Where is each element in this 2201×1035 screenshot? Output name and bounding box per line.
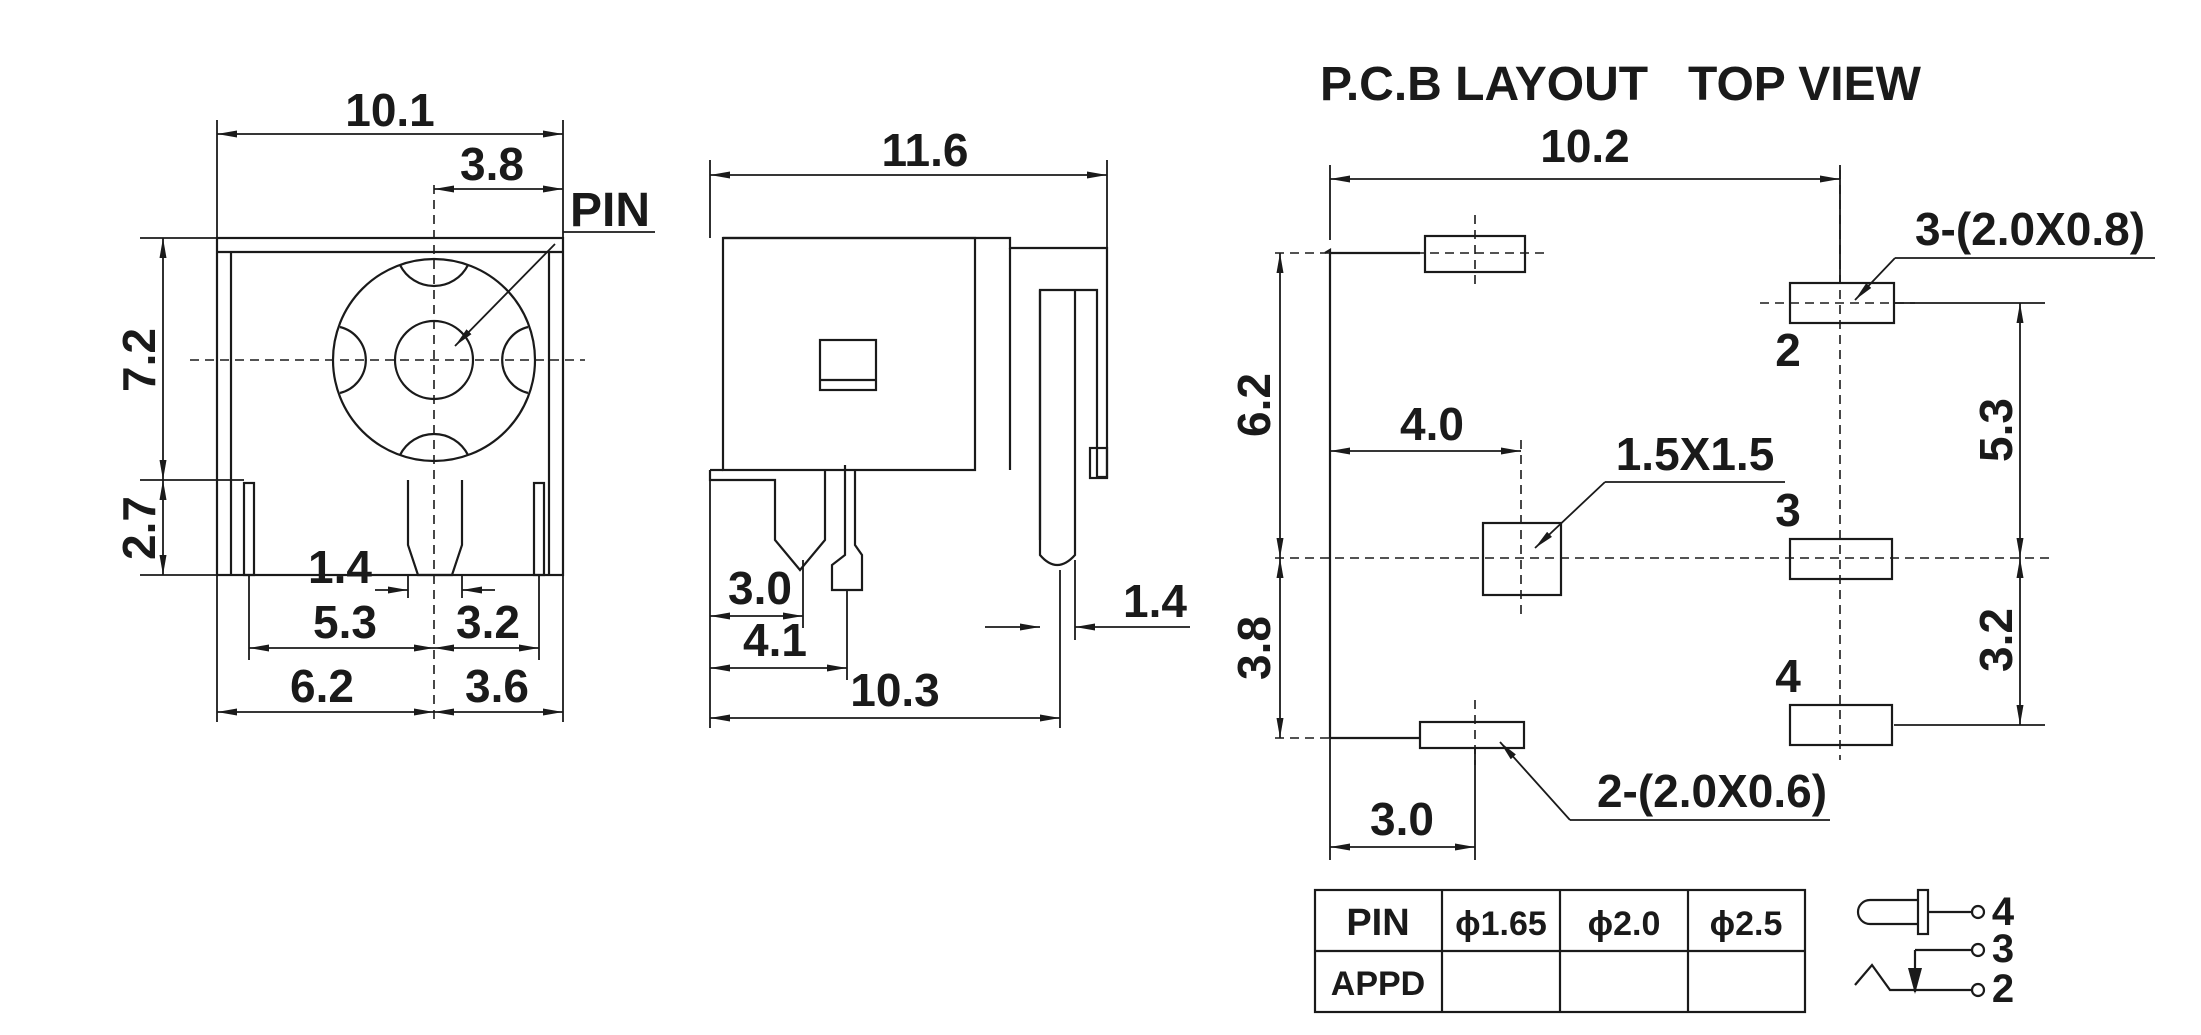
pcb-layout-title: P.C.B LAYOUT: [1320, 58, 1648, 111]
side-window: [818, 338, 878, 392]
pin-label: PIN: [570, 184, 650, 237]
dim-pin-width: 1.4: [308, 541, 372, 593]
top-view-title: TOP VIEW: [1688, 58, 1922, 111]
dim-pin-offset: 3.8: [460, 138, 524, 190]
dim-right-total: 3.6: [465, 660, 529, 712]
dim-front-width: 10.1: [345, 84, 435, 136]
dim-pcb-right-lower: 3.2: [1970, 608, 2022, 672]
pad-number-3: 3: [1775, 484, 1801, 536]
dim-pin-height: 2.7: [113, 496, 165, 560]
dim-body-height: 7.2: [113, 328, 165, 392]
dim-side-length: 11.6: [882, 124, 969, 176]
jack-schematic: 4 3 2: [1854, 888, 2015, 1011]
pad-number-2: 2: [1775, 324, 1801, 376]
dim-pcb-width: 10.2: [1540, 120, 1630, 172]
dim-center-offset: 4.0: [1400, 398, 1464, 450]
table-header-3: ϕ2.5: [1710, 905, 1783, 943]
dim-lead-span: 10.3: [850, 664, 940, 716]
dim-right-lead: 3.2: [456, 596, 520, 648]
terminal-2: 2: [1992, 967, 2014, 1011]
dim-pcb-right-upper: 5.3: [1970, 398, 2022, 462]
front-left-leg: [242, 481, 256, 577]
pad-5: [1418, 720, 1526, 750]
pad-number-4: 4: [1775, 650, 1801, 702]
pad-note-2: 2-(2.0X0.6): [1597, 765, 1827, 817]
pcb-layout: P.C.B LAYOUT TOP VIEW 10.2 6.2 3.8: [1228, 58, 2155, 860]
pad-square: [1481, 521, 1563, 597]
dim-lead-b: 4.1: [743, 614, 807, 666]
table-header-2: ϕ2.0: [1588, 905, 1661, 943]
square-pad-note: 1.5X1.5: [1616, 428, 1775, 480]
dim-rear-lead: 1.4: [1123, 575, 1187, 627]
dim-lead-a: 3.0: [728, 562, 792, 614]
pin-table: PIN ϕ1.65 ϕ2.0 ϕ2.5 APPD: [1313, 888, 1807, 1014]
terminal-4: 4: [1992, 890, 2015, 934]
dim-left-lead: 5.3: [313, 596, 377, 648]
center-pin: [406, 480, 464, 577]
table-header-1: ϕ1.65: [1455, 905, 1547, 943]
table-row-label: APPD: [1331, 965, 1425, 1003]
side-view: 11.6 3.0 4.1 10.3 1.4: [708, 124, 1190, 728]
terminal-3: 3: [1992, 927, 2014, 971]
dim-pcb-left-lower: 3.8: [1228, 616, 1280, 680]
pcb-outline: [1324, 248, 1332, 738]
pad-note-3: 3-(2.0X0.8): [1915, 203, 2145, 255]
side-housing: [723, 236, 1109, 540]
front-right-leg: [532, 481, 546, 577]
table-header-pin: PIN: [1346, 902, 1409, 944]
front-view: 10.1 3.8 PIN 7.2 2.7 1.4 5.3 3.2: [113, 84, 655, 722]
dim-left-total: 6.2: [290, 660, 354, 712]
dim-pcb-bottom-offset: 3.0: [1370, 793, 1434, 845]
dim-pcb-left-height: 6.2: [1228, 373, 1280, 437]
front-body-outline: [215, 236, 565, 577]
pad-3: [1788, 537, 1894, 581]
pad-4: [1788, 703, 1894, 747]
